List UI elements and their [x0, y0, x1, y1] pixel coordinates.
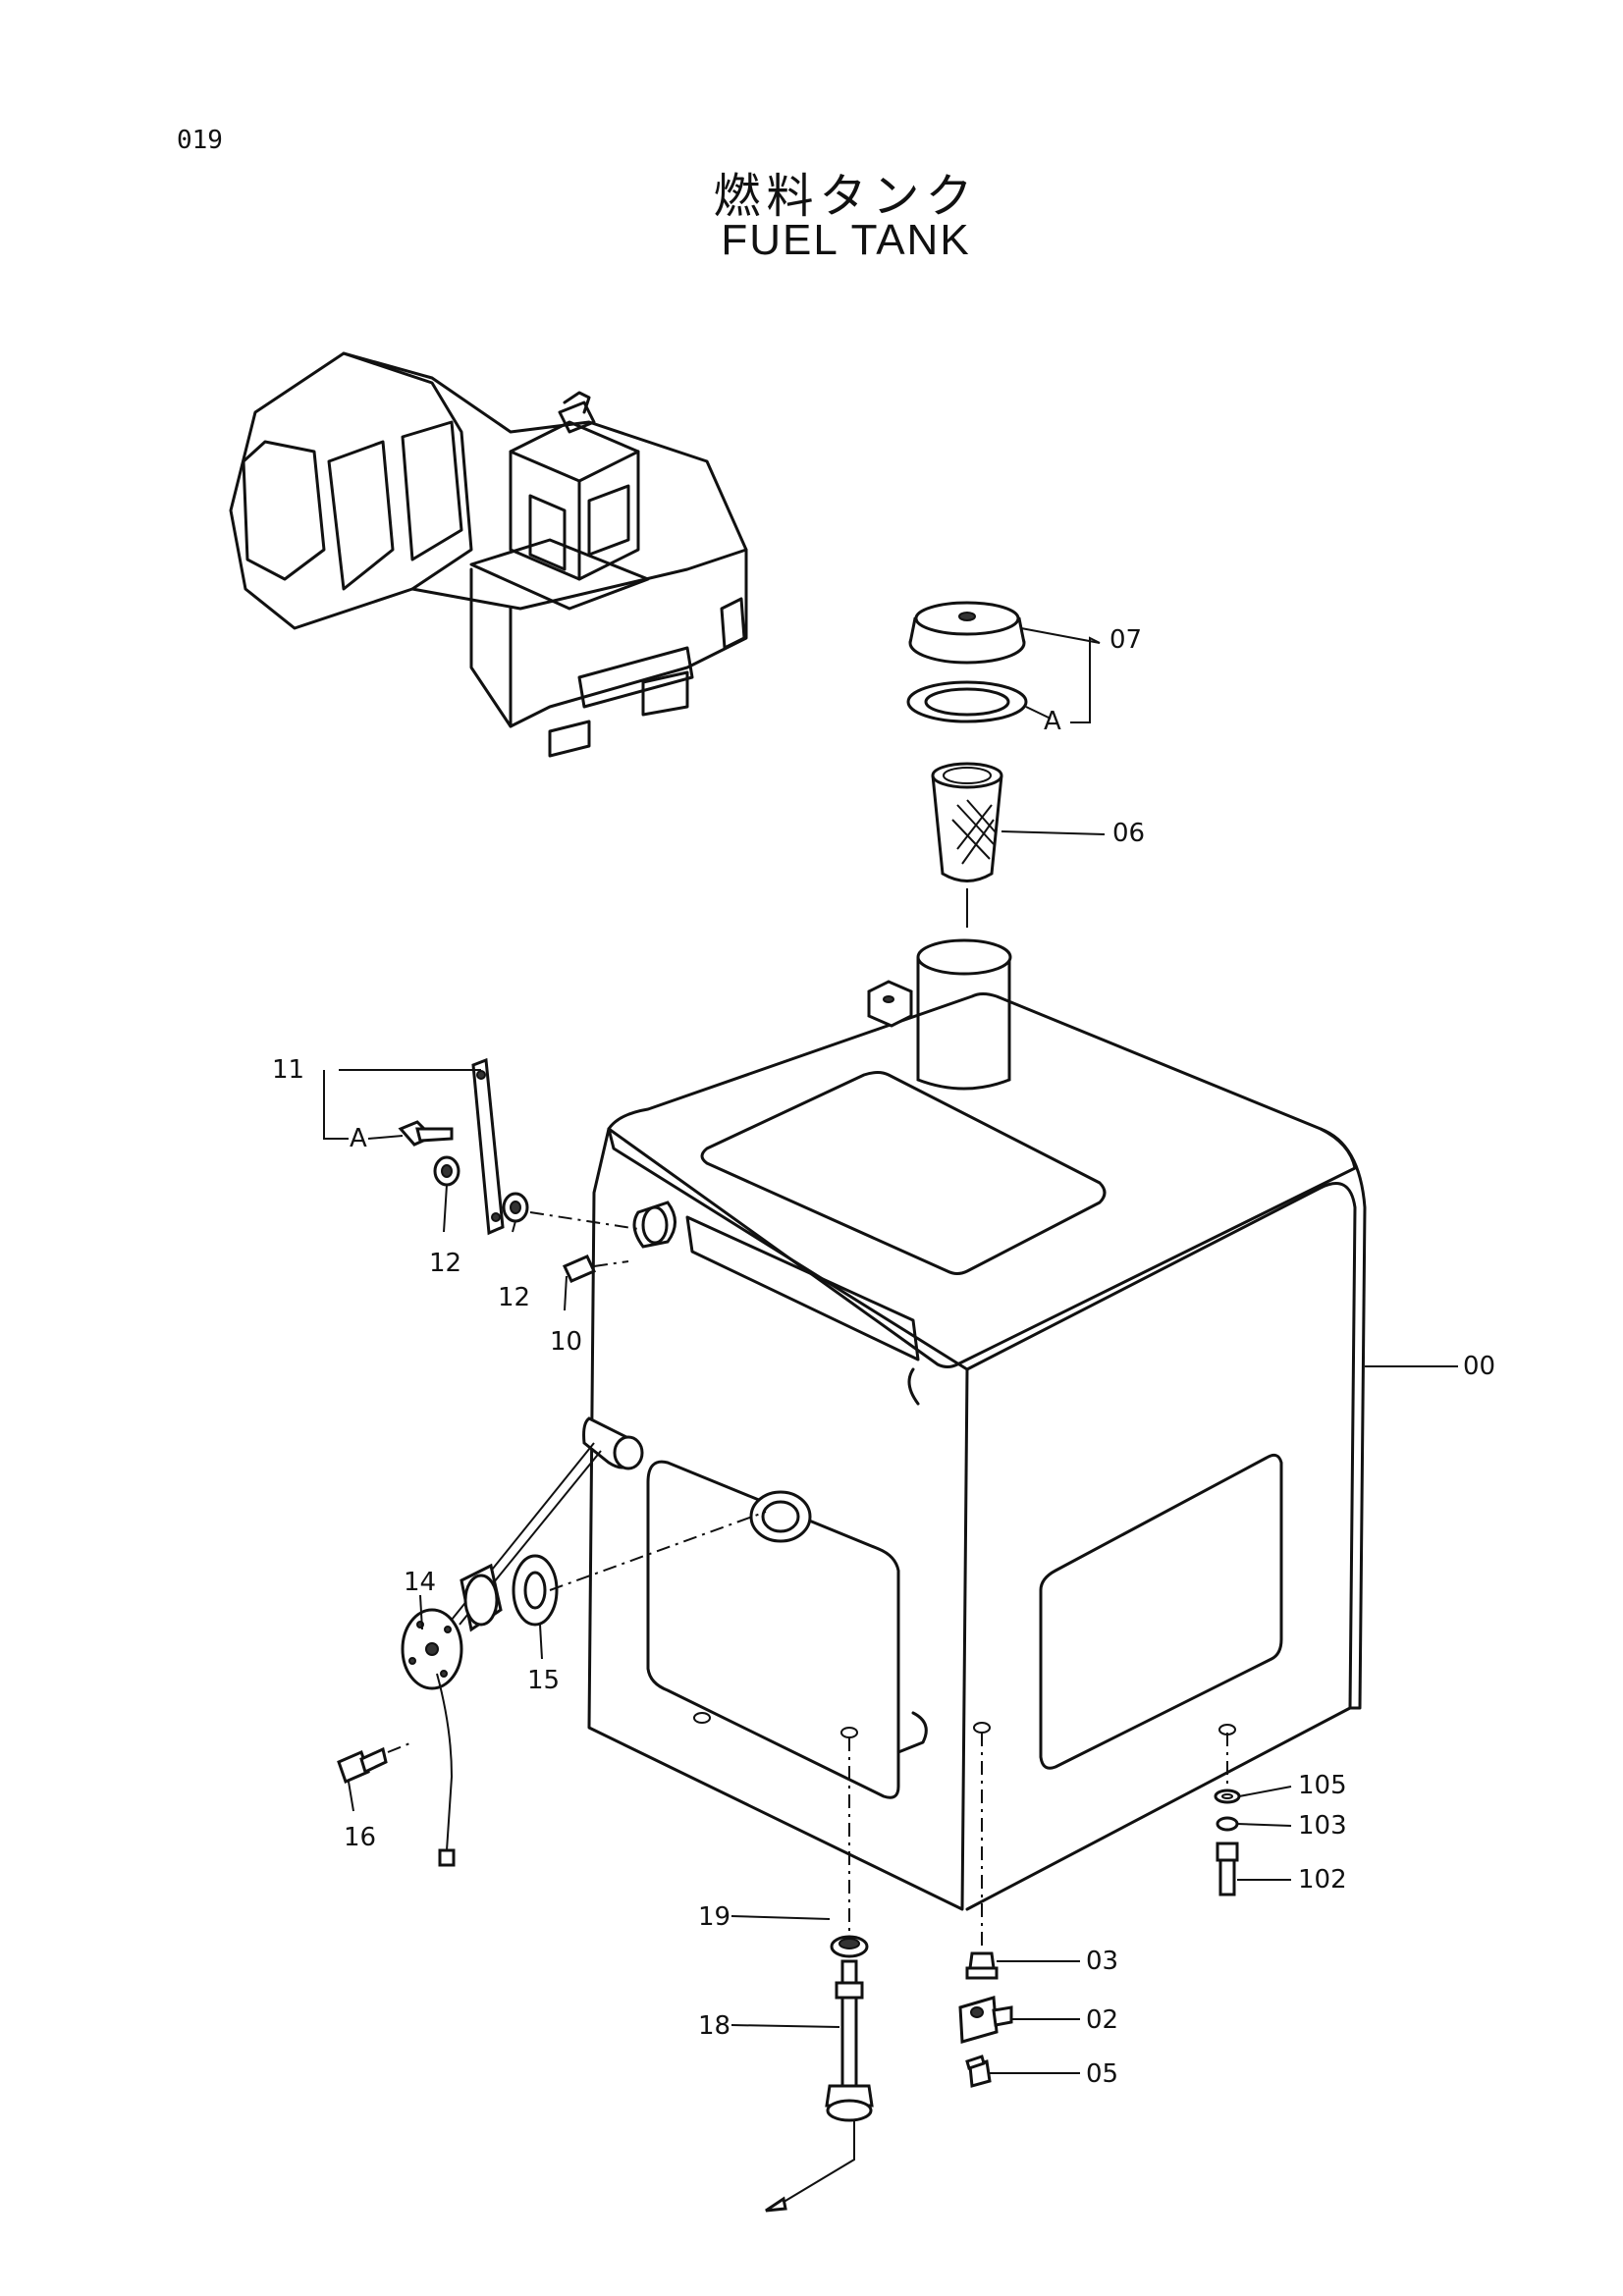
- callout-06: 06: [1112, 819, 1145, 848]
- callout-103: 103: [1298, 1811, 1347, 1841]
- drain-cock-02: [958, 1996, 1013, 2044]
- callout-03: 03: [1086, 1947, 1118, 1976]
- callout-19: 19: [698, 1902, 730, 1932]
- callout-14: 14: [404, 1568, 436, 1597]
- title-japanese: 燃料タンク: [713, 169, 979, 224]
- drain-fitting-03: [965, 1951, 999, 1980]
- leader-lines: [323, 627, 1458, 2074]
- centerline-bolt: [387, 1741, 413, 1753]
- callout-02: 02: [1086, 2005, 1118, 2035]
- callout-07: 07: [1109, 625, 1142, 655]
- callout-16: 16: [344, 1823, 376, 1852]
- callout-kit-a-07: A: [1044, 707, 1061, 736]
- title-english: FUEL TANK: [721, 216, 971, 264]
- gauge-bolt: [337, 1746, 388, 1785]
- callout-12-second: 12: [498, 1283, 530, 1312]
- page-number: 019: [177, 126, 223, 155]
- callout-05: 05: [1086, 2059, 1118, 2089]
- drain-seal-19: [830, 1935, 869, 1958]
- spring-washer-103: [1216, 1816, 1239, 1832]
- fuel-cap-assembly: [906, 601, 1028, 723]
- callout-12-first: 12: [429, 1249, 461, 1278]
- callout-105: 105: [1298, 1771, 1347, 1800]
- gauge-gasket: [512, 1554, 559, 1627]
- excavator-overview-illustration: [229, 351, 748, 758]
- centerline-gauge: [549, 1511, 767, 1591]
- callout-00: 00: [1463, 1352, 1495, 1381]
- centerline-plug: [593, 1260, 629, 1267]
- fuel-level-gauge: [401, 1416, 644, 1867]
- callout-18: 18: [698, 2011, 730, 2041]
- centerline-stay: [529, 1211, 639, 1230]
- bolt-102: [1216, 1842, 1239, 1896]
- tank-stay-bracket: [398, 1057, 676, 1283]
- callout-102: 102: [1298, 1865, 1347, 1895]
- callout-10: 10: [550, 1327, 582, 1357]
- fuel-filter-strainer: [931, 762, 1003, 882]
- drain-plug-05: [965, 2055, 992, 2088]
- callout-kit-a-11: A: [350, 1124, 367, 1153]
- fuel-sensor-18: [765, 1959, 874, 2213]
- fuel-tank-body: [587, 938, 1367, 1911]
- callout-11: 11: [272, 1055, 304, 1085]
- washer-105: [1214, 1789, 1241, 1804]
- callout-15: 15: [527, 1666, 560, 1695]
